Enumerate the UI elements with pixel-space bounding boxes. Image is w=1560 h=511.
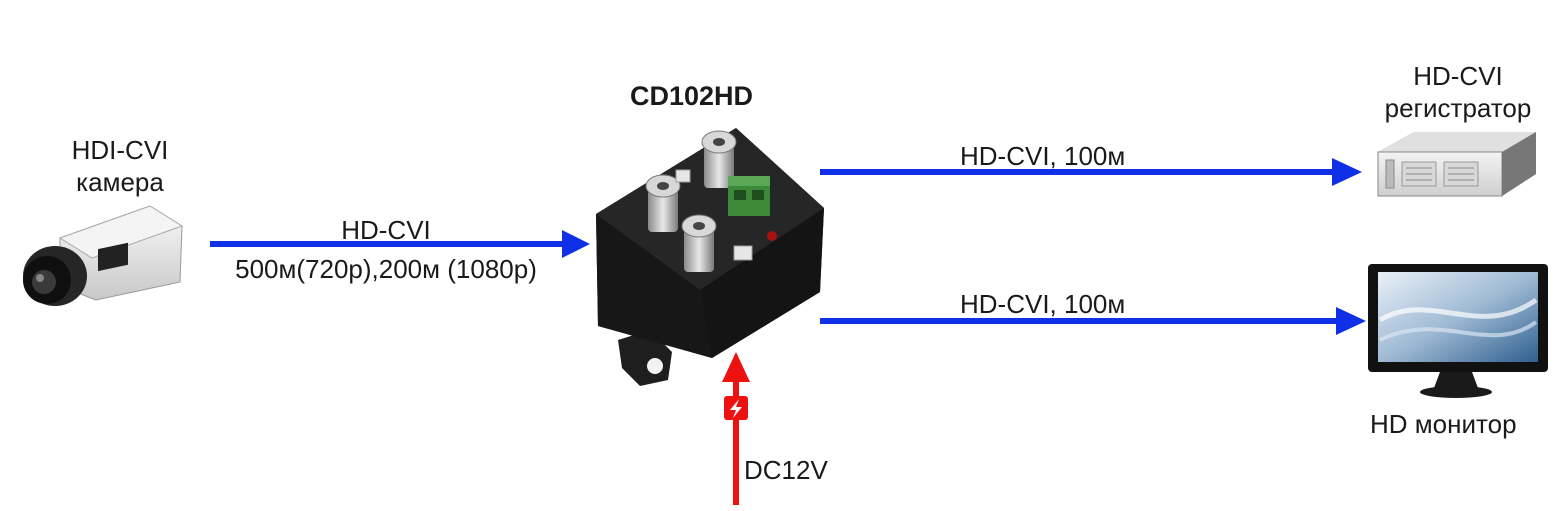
monitor-label: HD монитор: [1370, 409, 1517, 439]
input-link-label: HD-CVI 500м(720p),200м (1080p): [206, 214, 566, 285]
dvr-label-line1: HD-CVI: [1413, 61, 1503, 91]
camera-icon: [23, 205, 184, 306]
dvr-icon: [1377, 132, 1536, 197]
dvr-label-line2: регистратор: [1384, 93, 1532, 123]
camera-label-line2: камера: [76, 167, 164, 197]
camera-label-line1: HDI-CVI: [71, 135, 169, 165]
cd102hd-device-icon: [596, 128, 824, 386]
input-signal-arrow: [210, 230, 590, 258]
power-arrow: [722, 352, 750, 505]
camera-label: HDI-CVI камера: [40, 134, 200, 198]
device-title: CD102HD: [630, 81, 754, 111]
input-link-line2: 500м(720p),200м (1080p): [235, 254, 537, 284]
dvr-label: HD-CVI регистратор: [1370, 60, 1546, 124]
output-signal-arrow-2: [820, 307, 1366, 335]
output-signal-arrow-1: [820, 158, 1362, 186]
input-link-line1: HD-CVI: [341, 215, 431, 245]
output-link-label-2: HD-CVI, 100м: [960, 289, 1126, 319]
output-link-label-1: HD-CVI, 100м: [960, 141, 1126, 171]
monitor-icon: [1368, 264, 1548, 398]
power-label: DC12V: [744, 455, 828, 485]
